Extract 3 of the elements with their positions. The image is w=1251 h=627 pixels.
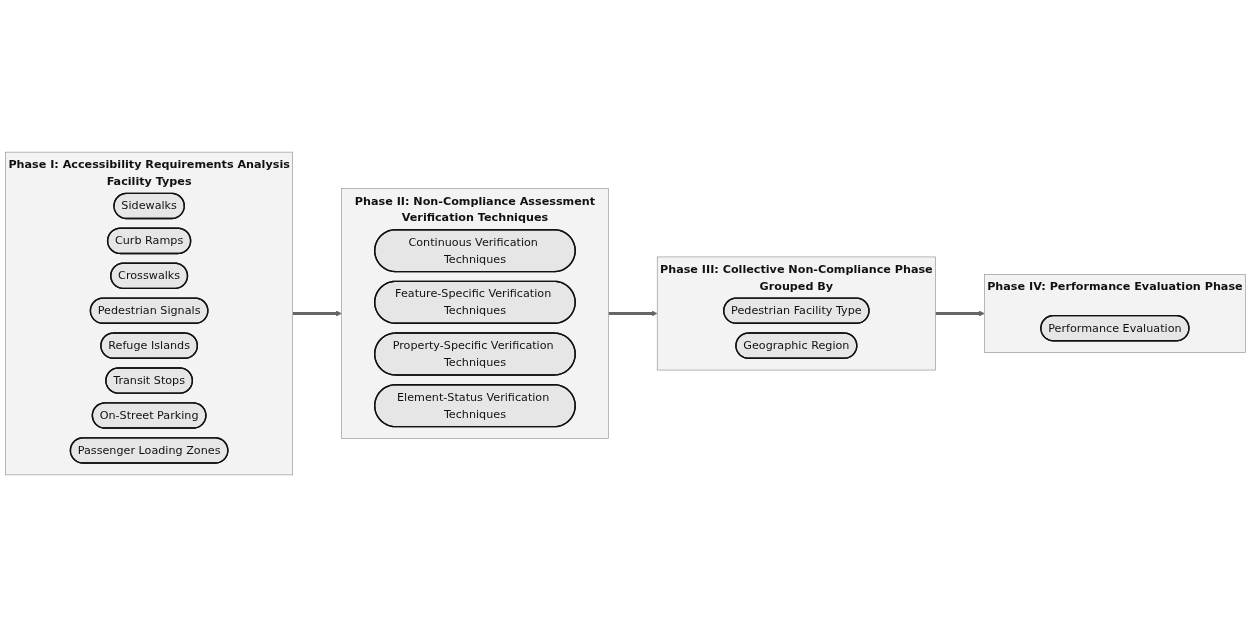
arrow — [292, 310, 342, 317]
arrow — [608, 310, 658, 317]
arrow — [935, 310, 985, 317]
